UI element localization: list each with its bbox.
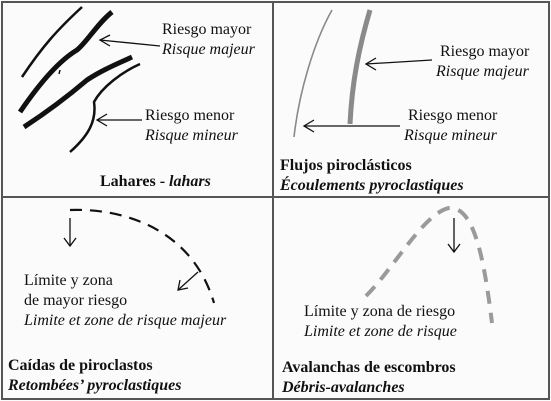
caidas-title-fr: Retombées’ pyroclastiques <box>8 377 182 394</box>
lahar-thick-line-2 <box>22 54 134 130</box>
flujos-thin-line <box>293 9 333 138</box>
lahar-tick <box>58 69 61 75</box>
caidas-label-fr: Limite et zone de risque majeur <box>24 312 227 329</box>
down-arrow <box>63 218 77 248</box>
flujos-title-fr: Écoulements pyroclastiques <box>280 177 464 194</box>
lahar-thin-line-upper <box>20 6 83 78</box>
caidas-title-es: Caídas de piroclastos <box>8 357 153 374</box>
lahares-major-fr: Risque majeur <box>162 41 255 58</box>
flujos-title-es: Flujos piroclásticos <box>280 157 412 174</box>
flujos-symbol <box>293 9 433 138</box>
lahares-title-es: Lahares - <box>100 173 170 190</box>
flujos-minor-fr: Risque mineur <box>404 127 497 144</box>
avalanchas-label-fr: Limite et zone de risque <box>304 323 457 340</box>
avalanchas-dashed-boundary <box>364 206 494 324</box>
panel-flujos: Riesgo mayor Risque majeur Riesgo menor … <box>274 2 549 198</box>
caidas-label-es-1: Límite y zona <box>24 272 113 289</box>
lahares-minor-es: Riesgo menor <box>145 107 235 124</box>
avalanchas-title-fr: Débris-avalanches <box>282 379 405 396</box>
panel-caidas: Límite y zona de mayor riesgo Limite et … <box>2 198 274 399</box>
lahares-title: Lahares - lahars <box>100 172 211 191</box>
lahar-thin-line-lower <box>69 62 141 153</box>
caidas-symbol <box>63 208 216 304</box>
flujos-major-es: Riesgo mayor <box>440 43 530 60</box>
down-arrow <box>447 218 461 254</box>
panel-avalanchas: Límite y zona de riesgo Limite et zone d… <box>274 198 549 399</box>
arrow-minor <box>302 119 400 133</box>
avalanchas-label-es: Límite y zona de riesgo <box>304 303 456 320</box>
flujos-minor-es: Riesgo menor <box>408 107 498 124</box>
caidas-label-es-2: de mayor riesgo <box>24 292 128 309</box>
lahares-title-fr: lahars <box>169 173 211 190</box>
lahares-symbol <box>17 6 161 153</box>
arrow-to-boundary <box>177 271 199 291</box>
flujos-thick-line <box>347 9 373 125</box>
lahares-minor-fr: Risque mineur <box>145 127 238 144</box>
avalanchas-symbol <box>364 206 494 324</box>
avalanchas-title-es: Avalanchas de escombros <box>282 359 456 376</box>
arrow-minor <box>95 113 142 127</box>
lahares-major-es: Riesgo mayor <box>162 21 252 38</box>
arrow-major <box>98 34 161 47</box>
flujos-major-fr: Risque majeur <box>436 63 529 80</box>
lahar-thick-line-1 <box>17 10 114 114</box>
caidas-dashed-boundary <box>69 208 216 304</box>
arrow-major <box>364 57 433 71</box>
panel-lahares: Riesgo mayor Risque majeur Riesgo menor … <box>2 2 274 198</box>
